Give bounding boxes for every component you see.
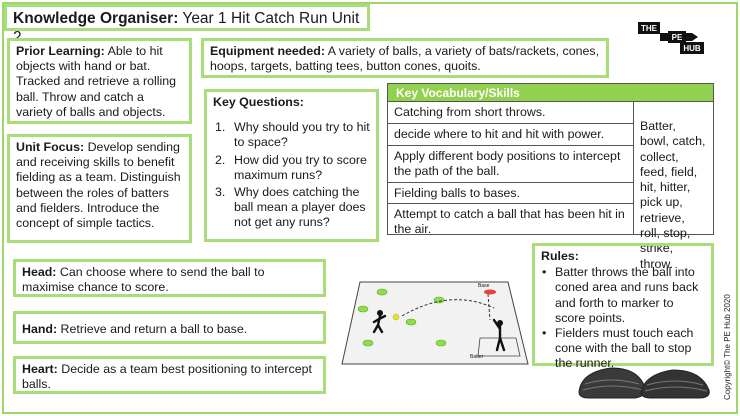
table-row: Fielding balls to bases.: [388, 183, 633, 204]
question-text: How did you try to score maximum runs?: [234, 152, 367, 182]
table-row: Catching from short throws.: [388, 102, 633, 124]
batter-label: Batter: [470, 354, 484, 360]
key-questions-box: Key Questions: 1. Why should you try to h…: [204, 89, 379, 242]
cones-image: [575, 358, 715, 405]
key-questions-heading: Key Questions:: [213, 95, 304, 109]
cone-marker: [376, 288, 388, 296]
hand-box: Hand: Retrieve and return a ball to base…: [13, 311, 326, 344]
rules-list: Batter throws the ball into coned area a…: [541, 265, 705, 371]
rules-heading: Rules:: [541, 249, 579, 263]
focus-label: Unit Focus:: [16, 140, 85, 154]
vocabulary-table: Key Vocabulary/Skills Catching from shor…: [387, 83, 714, 271]
logo-line3: HUB: [683, 44, 701, 53]
cone-marker: [405, 318, 417, 326]
hand-text: Retrieve and return a ball to base.: [57, 322, 248, 336]
base-label: Base: [478, 283, 490, 289]
list-item: 2. How did you try to score maximum runs?: [213, 153, 370, 183]
equipment-text: A variety of balls, a variety of bats/ra…: [210, 44, 600, 74]
question-text: Why should you try to hit to space?: [234, 120, 370, 150]
game-diagram: Base Batter: [340, 280, 530, 371]
equipment-box: Equipment needed: A variety of balls, a …: [201, 38, 609, 78]
head-label: Head:: [22, 265, 57, 279]
logo-line1: THE: [641, 24, 658, 33]
equipment-label: Equipment needed:: [210, 44, 325, 58]
logo-line2: PE: [672, 33, 683, 42]
question-number: 2.: [215, 152, 226, 167]
prior-text: Able to hit objects with hand or bat. Tr…: [16, 44, 177, 119]
vocabulary-heading: Key Vocabulary/Skills: [388, 84, 713, 102]
title-text: Year 1 Hit Catch Run Unit 2: [13, 10, 360, 46]
cone-marker: [357, 305, 369, 313]
hand-label: Hand:: [22, 322, 58, 336]
ball-icon: [392, 313, 400, 321]
base-marker: [484, 289, 496, 295]
cone-marker: [362, 339, 374, 347]
page-title: Knowledge Organiser: Year 1 Hit Catch Ru…: [4, 4, 370, 46]
batter-figure: [492, 318, 506, 352]
list-item: 1. Why should you try to hit to space?: [213, 120, 370, 150]
table-row: decide where to hit and hit with power.: [388, 124, 633, 146]
pe-hub-logo: THE PE HUB: [636, 21, 706, 60]
head-text: Can choose where to send the ball to max…: [22, 265, 265, 295]
vocabulary-words: Batter, bowl, catch, collect, feed, fiel…: [640, 119, 706, 271]
rules-box: Rules: Batter throws the ball into coned…: [532, 243, 714, 370]
head-box: Head: Can choose where to send the ball …: [13, 259, 326, 297]
heart-text: Decide as a team best positioning to int…: [22, 362, 312, 392]
table-row: Attempt to catch a ball that has been hi…: [394, 207, 625, 236]
focus-text: Develop sending and receiving skills to …: [16, 140, 181, 231]
heart-label: Heart:: [22, 362, 58, 376]
table-row: Apply different body positions to interc…: [388, 146, 633, 183]
prior-learning-box: Prior Learning: Able to hit objects with…: [7, 38, 192, 124]
unit-focus-box: Unit Focus: Develop sending and receivin…: [7, 134, 192, 243]
list-item: Fielders must touch each cone with the b…: [541, 326, 705, 372]
skills-column: Catching from short throws. decide where…: [388, 102, 634, 236]
heart-box: Heart: Decide as a team best positioning…: [13, 356, 326, 394]
question-text: Why does catching the ball mean a player…: [234, 185, 366, 230]
list-item: 3. Why does catching the ball mean a play…: [213, 185, 370, 231]
question-number: 3.: [215, 185, 226, 200]
key-questions-list: 1. Why should you try to hit to space? 2.…: [213, 120, 370, 230]
question-number: 1.: [215, 120, 226, 135]
list-item: Batter throws the ball into coned area a…: [541, 265, 705, 326]
cone-marker: [435, 339, 447, 347]
fielder-figure: [372, 310, 387, 334]
copyright-text: Copyright© The PE Hub 2020: [723, 294, 732, 400]
prior-label: Prior Learning:: [16, 44, 105, 58]
title-label: Knowledge Organiser:: [13, 10, 179, 27]
